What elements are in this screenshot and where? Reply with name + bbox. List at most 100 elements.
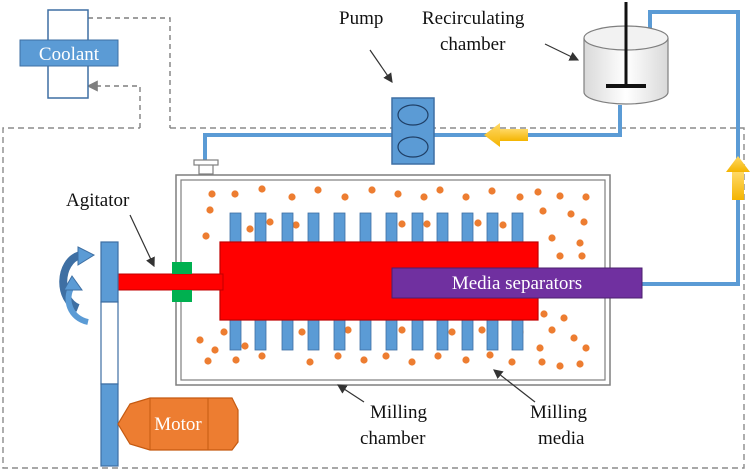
separator-fin-top [461,212,474,244]
recirculating-label-line1: Recirculating [422,8,525,29]
media-bead [534,188,542,196]
media-bead [382,352,390,360]
media-bead [570,334,578,342]
recirculating-pointer [544,43,580,61]
pump-label: Pump [339,8,383,29]
separator-fin-top [307,212,320,244]
separator-fin-bottom [436,319,449,351]
media-separators-label: Media separators [452,273,582,294]
recirculating-chamber [583,2,669,105]
media-bead [368,186,376,194]
media-bead [474,219,482,227]
media-bead [436,186,444,194]
milling-media-label-line2: media [538,428,585,449]
agitator-shaft [116,273,224,291]
separator-fin-top [281,212,294,244]
media-bead [202,232,210,240]
separator-fin-top [486,212,499,244]
media-bead [538,358,546,366]
media-bead [576,360,584,368]
media-bead [462,356,470,364]
media-bead [536,344,544,352]
flow-arrow-left [484,123,528,147]
media-bead [394,190,402,198]
media-bead [578,252,586,260]
shaft-seal-top [172,262,192,274]
media-bead [462,193,470,201]
separator-fin-top [511,212,524,244]
media-bead [499,221,507,229]
media-bead [334,352,342,360]
milling-media-beads [196,185,590,370]
milling-media-label-line1: Milling [530,402,588,423]
media-bead [196,336,204,344]
media-bead [288,193,296,201]
separator-fin-bottom [411,319,424,351]
media-bead [548,326,556,334]
shaft-seal-bottom [172,290,192,302]
media-bead [567,210,575,218]
rotation-arrows-icon [59,246,96,325]
media-bead [576,239,584,247]
milling-chamber-label-line2: chamber [360,428,426,449]
separator-fin-top [359,212,372,244]
pump-pointer [369,49,393,83]
media-bead [556,252,564,260]
media-bead [448,328,456,336]
media-bead [241,342,249,350]
separator-fin-bottom [359,319,372,351]
media-bead [582,344,590,352]
coolant-line-bottom [86,80,141,128]
separator-fin-bottom [333,319,346,351]
media-bead [298,328,306,336]
separator-fin-bottom [307,319,320,351]
media-bead [220,328,228,336]
flow-arrow-up [726,156,750,200]
media-bead [540,310,548,318]
recirculation-pipe-right [642,10,740,286]
separator-fin-top [411,212,424,244]
separator-fin-bottom [281,319,294,351]
media-bead [434,352,442,360]
media-bead [580,218,588,226]
separator-fin-bottom [385,319,398,351]
separator-fin-bottom [511,319,524,351]
motor: Motor [117,397,239,451]
coolant-unit: Coolant [19,9,119,99]
coolant-label: Coolant [39,44,100,65]
media-bead [548,234,556,242]
media-bead [344,326,352,334]
media-bead [360,356,368,364]
milling-chamber-label-line1: Milling [370,402,428,423]
separator-fin-top [254,212,267,244]
media-bead [486,351,494,359]
media-bead [266,218,274,226]
separator-fin-top [333,212,346,244]
motor-label: Motor [154,414,202,435]
agitator-label: Agitator [66,190,130,211]
media-bead [582,193,590,201]
separator-fin-bottom [486,319,499,351]
media-bead [539,207,547,215]
separator-fin-top [436,212,449,244]
separator-fin-bottom [254,319,267,351]
media-bead [258,185,266,193]
media-bead [556,362,564,370]
media-bead [232,356,240,364]
outer-dashed-enclosure [2,127,745,469]
milling-media-pointer [493,369,536,403]
media-bead [341,193,349,201]
media-bead [306,358,314,366]
media-bead [408,358,416,366]
milling-chamber-pointer [336,384,365,403]
coolant-line-top [78,12,171,128]
drive-belt [100,241,119,467]
media-bead [420,193,428,201]
separator-fin-bottom [229,319,242,351]
media-bead [314,186,322,194]
media-separators-bar [391,267,643,299]
media-bead [488,187,496,195]
media-bead [292,221,300,229]
